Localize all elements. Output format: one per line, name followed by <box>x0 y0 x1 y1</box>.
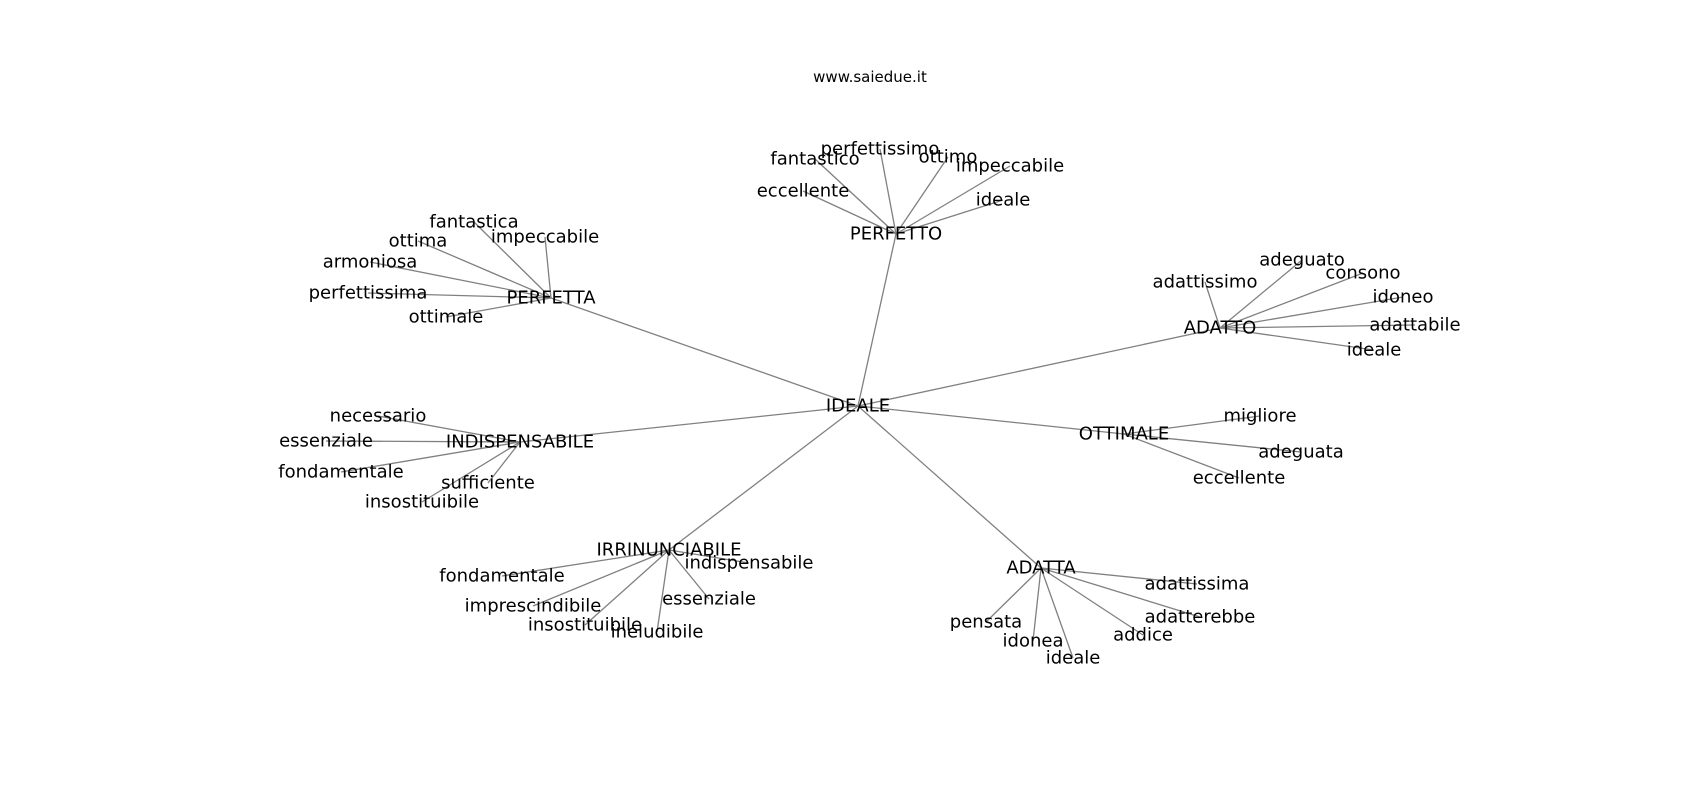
hub-node-perfetto: PERFETTO <box>850 224 942 245</box>
leaf-node-adatta-adattissima: adattissima <box>1145 574 1250 595</box>
edge-indispensabile-necessario <box>377 415 521 443</box>
root-node-ideale: IDEALE <box>826 396 890 417</box>
site-watermark: www.saiedue.it <box>813 68 927 86</box>
edge-indispensabile-essenziale <box>325 440 521 443</box>
leaf-node-perfetta-fantastica: fantastica <box>429 212 518 233</box>
edge-perfetta-ottima <box>417 240 552 299</box>
edge-adatta-adattissima <box>1040 567 1198 585</box>
leaf-node-adatta-idonea: idonea <box>1003 631 1064 652</box>
leaf-node-ottimale-migliore: migliore <box>1223 406 1296 427</box>
edge-adatta-adatterebbe <box>1040 567 1201 618</box>
edge-ideale-perfetta <box>550 297 859 407</box>
edge-perfetto-ideale <box>895 199 1004 235</box>
edge-irrinunciabile-fondamentale <box>501 549 670 577</box>
edge-adatto-adeguato <box>1219 259 1303 329</box>
leaf-node-adatta-adatterebbe: adatterebbe <box>1145 607 1256 628</box>
leaf-node-adatto-idoneo: idoneo <box>1373 287 1434 308</box>
edge-adatto-ideale <box>1219 327 1375 351</box>
leaf-node-irrinunciabile-insostituibile: insostituibile <box>528 615 642 636</box>
leaf-node-indispensabile-essenziale: essenziale <box>279 431 373 452</box>
leaf-node-ottimale-adeguata: adeguata <box>1258 442 1343 463</box>
edge-indispensabile-insostituibile <box>421 441 521 503</box>
leaf-node-irrinunciabile-fondamentale: fondamentale <box>439 566 564 587</box>
hub-node-ottimale: OTTIMALE <box>1079 424 1169 445</box>
leaf-node-perfetto-perfettissimo: perfettissimo <box>821 139 940 160</box>
edge-adatto-consono <box>1219 272 1364 329</box>
leaf-node-perfetta-impeccabile: impeccabile <box>491 227 599 248</box>
leaf-node-indispensabile-necessario: necessario <box>330 406 427 427</box>
leaf-node-irrinunciabile-imprescindibile: imprescindibile <box>465 596 602 617</box>
edge-perfetto-eccellente <box>802 190 897 235</box>
edge-ideale-indispensabile <box>519 405 859 443</box>
hub-node-adatto: ADATTO <box>1184 318 1257 339</box>
edge-irrinunciabile-essenziale <box>668 549 710 600</box>
edge-layer <box>325 148 1416 659</box>
edge-perfetto-impeccabile <box>895 165 1011 235</box>
edge-ottimale-adeguata <box>1123 433 1302 453</box>
edge-perfetta-armoniosa <box>369 261 552 299</box>
edge-perfetto-fantastico <box>814 158 897 235</box>
leaf-node-adatto-ideale: ideale <box>1347 340 1402 361</box>
hub-node-adatta: ADATTA <box>1006 558 1076 579</box>
edge-irrinunciabile-insostituibile <box>584 549 670 626</box>
leaf-node-ottimale-eccellente: eccellente <box>1193 468 1286 489</box>
edge-irrinunciabile-ineludibile <box>656 549 670 633</box>
edge-adatta-pensata <box>985 567 1042 623</box>
hub-node-irrinunciabile: IRRINUNCIABILE <box>597 540 742 561</box>
edge-ideale-perfetto <box>857 233 897 407</box>
leaf-node-indispensabile-fondamentale: fondamentale <box>278 462 403 483</box>
leaf-node-perfetta-ottimale: ottimale <box>409 307 484 328</box>
leaf-node-adatto-consono: consono <box>1325 263 1400 284</box>
leaf-node-irrinunciabile-indispensabile: indispensabile <box>684 553 813 574</box>
leaf-node-perfetto-ideale: ideale <box>976 190 1031 211</box>
hub-node-perfetta: PERFETTA <box>506 288 596 309</box>
edge-adatto-adattabile <box>1219 324 1416 329</box>
edge-adatto-idoneo <box>1219 296 1404 329</box>
leaf-node-adatta-ideale: ideale <box>1046 648 1101 669</box>
leaf-node-adatta-pensata: pensata <box>950 612 1022 633</box>
edge-perfetto-ottimo <box>895 156 949 235</box>
leaf-node-adatto-adeguato: adeguato <box>1259 250 1344 271</box>
leaf-node-irrinunciabile-essenziale: essenziale <box>662 589 756 610</box>
edge-ideale-adatto <box>857 327 1221 407</box>
edge-perfetta-impeccabile <box>544 236 552 299</box>
edge-perfetta-perfettissima <box>367 292 552 299</box>
leaf-node-perfetto-eccellente: eccellente <box>757 181 850 202</box>
leaf-node-adatta-addice: addice <box>1113 625 1173 646</box>
edge-indispensabile-fondamentale <box>340 441 521 473</box>
edge-irrinunciabile-indispensabile <box>668 549 750 564</box>
edge-perfetta-fantastica <box>473 221 552 299</box>
leaf-node-perfetto-impeccabile: impeccabile <box>956 156 1064 177</box>
leaf-node-indispensabile-insostituibile: insostituibile <box>365 492 479 513</box>
edge-indispensabile-sufficiente <box>487 441 521 484</box>
edge-perfetta-ottimale <box>445 297 552 318</box>
hub-node-indispensabile: INDISPENSABILE <box>446 432 594 453</box>
edge-ideale-adatta <box>857 405 1042 569</box>
leaf-node-indispensabile-sufficiente: sufficiente <box>441 473 535 494</box>
leaf-node-adatto-adattissimo: adattissimo <box>1153 272 1258 293</box>
edge-ideale-irrinunciabile <box>668 405 859 551</box>
edge-adatta-ideale <box>1040 567 1074 659</box>
leaf-node-perfetto-ottimo: ottimo <box>919 147 978 168</box>
leaf-node-perfetta-perfettissima: perfettissima <box>309 283 428 304</box>
leaf-node-perfetto-fantastico: fantastico <box>770 149 859 170</box>
leaf-node-irrinunciabile-ineludibile: ineludibile <box>611 622 704 643</box>
leaf-node-perfetta-ottima: ottima <box>389 231 448 252</box>
edge-adatta-idonea <box>1032 567 1042 642</box>
edge-adatta-addice <box>1040 567 1144 636</box>
leaf-node-perfetta-armoniosa: armoniosa <box>323 252 418 273</box>
edge-adatto-adattissimo <box>1204 281 1221 329</box>
edge-perfetto-perfettissimo <box>879 148 897 235</box>
edge-ottimale-migliore <box>1123 415 1261 435</box>
edge-irrinunciabile-imprescindibile <box>532 549 670 607</box>
leaf-node-adatto-adattabile: adattabile <box>1369 315 1460 336</box>
edge-ideale-ottimale <box>857 405 1125 435</box>
label-layer: IDEALEPERFETTOfantasticoperfettissimoott… <box>278 139 1460 669</box>
edge-ottimale-eccellente <box>1123 433 1240 479</box>
